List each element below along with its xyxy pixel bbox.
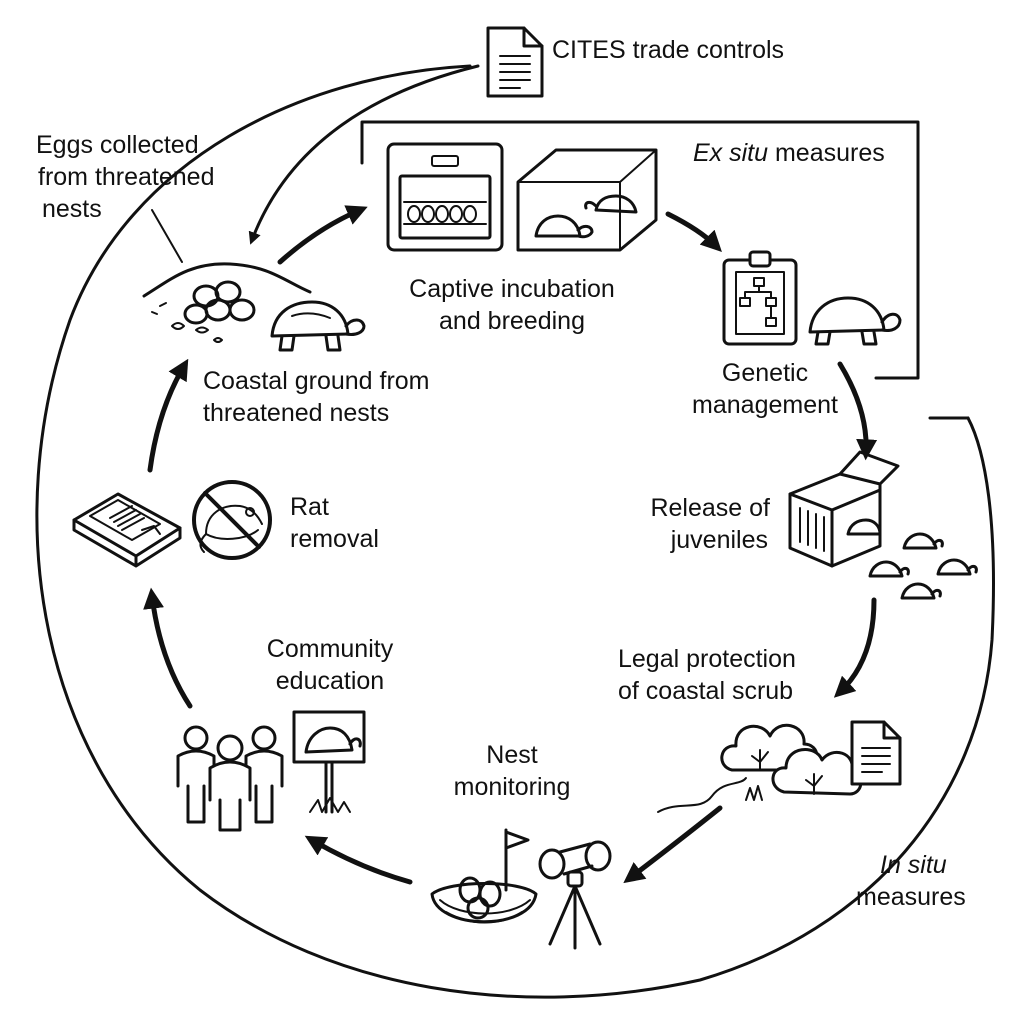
arrow-legal-to-nest-monitoring — [623, 805, 723, 884]
arrow-rat-to-coastal — [147, 358, 189, 473]
legal-label-line2: of coastal scrub — [618, 677, 794, 705]
rat-trap-icon — [72, 492, 182, 568]
cites-label: CITES trade controls — [552, 36, 785, 64]
in-situ-label-italic: In situ — [880, 851, 947, 879]
crate-icon — [788, 450, 900, 568]
nest-with-eggs-icon — [430, 828, 538, 924]
tortoise-icon — [808, 296, 902, 346]
captive-label-line2: and breeding — [439, 307, 585, 335]
eggs-leader-line — [151, 209, 183, 263]
in-situ-label-rest: measures — [856, 883, 966, 911]
genetic-label-line1: Genetic — [721, 359, 809, 387]
arrow-community-to-rat — [143, 587, 193, 709]
eggs-label-line2: from threatened — [38, 163, 215, 191]
ex-situ-label-italic: Ex situ — [693, 139, 769, 167]
arrow-release-to-legal — [833, 597, 877, 698]
community-label-line2: education — [275, 667, 385, 695]
nest-mound-icon — [142, 262, 312, 343]
incubator-icon — [386, 142, 504, 252]
cycle-ring — [35, 64, 995, 999]
arrow-terrarium-to-genetic — [665, 211, 722, 252]
coastal-label-line1: Coastal ground from — [203, 367, 430, 395]
release-label-line1: Release of — [650, 494, 770, 522]
arrow-genetic-to-release — [837, 361, 878, 461]
document-icon — [486, 26, 544, 98]
rat-label-line1: Rat — [290, 493, 329, 521]
nest-monitoring-label-line2: monitoring — [453, 773, 571, 801]
community-label-line1: Community — [266, 635, 394, 663]
coastal-label-line2: threatened nests — [203, 399, 390, 427]
eggs-label-line3: nests — [42, 195, 102, 223]
tortoise-icon — [270, 300, 366, 352]
people-icon — [176, 725, 284, 832]
no-rat-icon — [192, 480, 272, 560]
captive-label-line1: Captive incubation — [409, 275, 615, 303]
eggs-label-line1: Eggs collected — [36, 131, 199, 159]
document-icon — [850, 720, 902, 786]
release-label-line2: juveniles — [670, 526, 768, 554]
rat-label-line2: removal — [290, 525, 379, 553]
nest-monitoring-label-line1: Nest — [486, 741, 538, 769]
sign-board-icon — [292, 710, 366, 814]
terrarium-icon — [516, 148, 658, 252]
ex-situ-bracket — [360, 120, 920, 380]
genetic-label-line2: management — [692, 391, 838, 419]
arrow-nest-monitoring-to-community — [304, 835, 413, 885]
ex-situ-label: Ex situ measures — [693, 138, 885, 169]
ex-situ-label-rest: measures — [768, 139, 885, 167]
binoculars-tripod-icon — [538, 840, 612, 950]
scrub-bushes-icon — [657, 723, 863, 813]
juvenile-tortoises-icon — [868, 532, 978, 600]
clipboard-pedigree-icon — [722, 250, 798, 346]
arrow-cites-to-nest — [248, 64, 480, 245]
legal-label-line1: Legal protection — [618, 645, 796, 673]
arrow-nest-to-incubation — [277, 205, 368, 265]
